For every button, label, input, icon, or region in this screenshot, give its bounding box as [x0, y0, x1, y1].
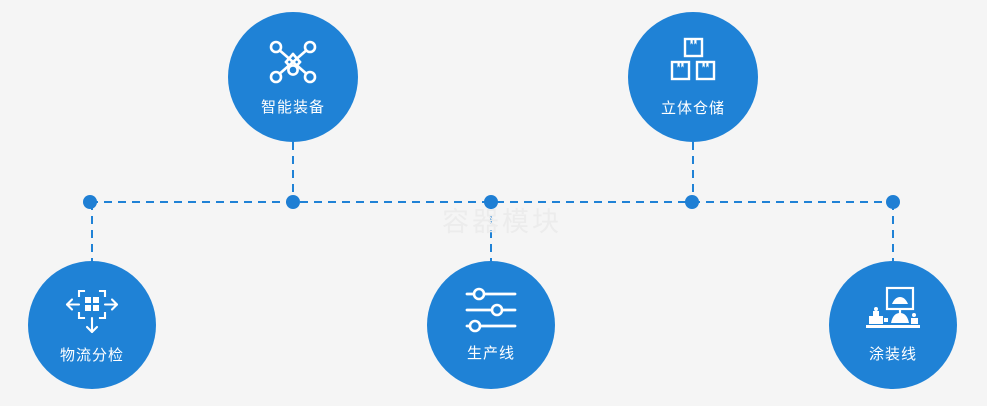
node-label-logistics-sorting: 物流分检	[59, 346, 124, 364]
node-logistics-sorting[interactable]: 物流分检	[28, 261, 156, 389]
junction-dot-1[interactable]	[83, 195, 97, 209]
junction-dot-2[interactable]	[286, 195, 300, 209]
sliders-icon	[463, 287, 519, 333]
node-painting-line[interactable]: 涂装线	[829, 261, 957, 389]
node-label-production-line: 生产线	[466, 344, 515, 362]
junction-dot-4[interactable]	[685, 195, 699, 209]
sorting-arrows-icon	[64, 285, 120, 335]
paint-booth-icon	[863, 286, 923, 334]
junction-dot-3[interactable]	[484, 195, 498, 209]
stacked-boxes-icon	[666, 36, 720, 88]
junction-dot-5[interactable]	[886, 195, 900, 209]
node-production-line[interactable]: 生产线	[427, 261, 555, 389]
node-label-stereoscopic-warehouse: 立体仓储	[660, 99, 725, 117]
watermark-text: 容器模块	[442, 207, 562, 238]
network-nodes-icon	[266, 37, 320, 87]
node-stereoscopic-warehouse[interactable]: 立体仓储	[628, 12, 758, 142]
node-intelligent-equipment[interactable]: 智能装备	[228, 12, 358, 142]
node-label-painting-line: 涂装线	[868, 345, 917, 363]
node-label-intelligent-equipment: 智能装备	[260, 98, 325, 116]
